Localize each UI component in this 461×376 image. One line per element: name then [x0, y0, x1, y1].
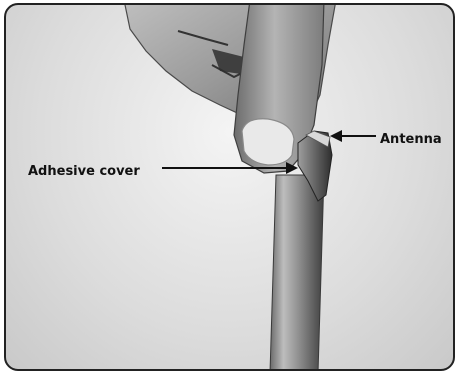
illustration-frame: Antenna Adhesive cover [4, 3, 455, 371]
fingernail [242, 119, 294, 165]
antenna-callout-arrow [330, 130, 376, 142]
adhesive-cover-label: Adhesive cover [28, 164, 140, 180]
illustration [6, 5, 455, 371]
antenna-label: Antenna [380, 132, 442, 148]
antenna-tube [270, 175, 324, 371]
